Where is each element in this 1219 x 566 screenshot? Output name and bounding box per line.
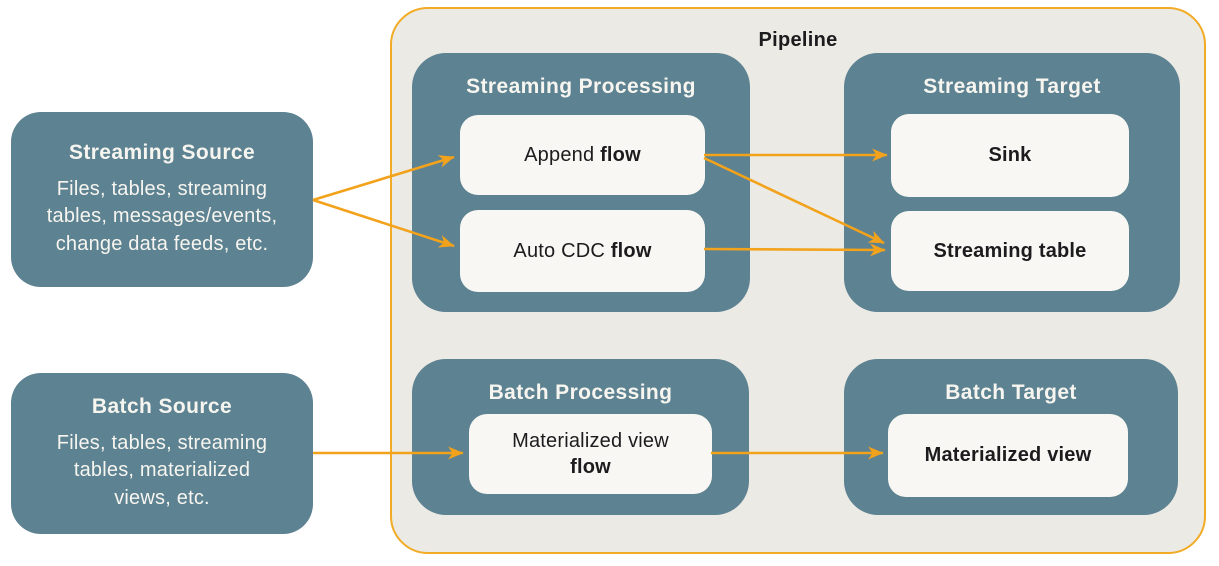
materialized-view-flow-label: Materialized view <box>512 430 669 452</box>
batch-processing-title: Batch Processing <box>488 381 673 404</box>
batch-target-section: Batch Target Materialized view <box>844 359 1178 515</box>
streaming-source-box: Streaming Source Files, tables, streamin… <box>11 112 313 287</box>
pipeline-container: Pipeline Streaming Processing Append flo… <box>390 7 1206 554</box>
materialized-view-flow-node: Materialized view flow <box>469 414 712 494</box>
streaming-table-node: Streaming table <box>891 211 1129 291</box>
append-flow-label: Append <box>524 143 601 166</box>
sink-node: Sink <box>891 114 1129 197</box>
streaming-table-label: Streaming table <box>933 239 1087 262</box>
streaming-target-title: Streaming Target <box>923 75 1101 98</box>
append-flow-label-bold: flow <box>600 143 641 166</box>
batch-source-description: Files, tables, streaming tables, materia… <box>56 431 268 509</box>
streaming-source-description: Files, tables, streaming tables, message… <box>46 177 278 255</box>
batch-processing-section: Batch Processing Materialized view flow <box>412 359 749 515</box>
materialized-view-flow-label-bold: flow <box>570 456 611 478</box>
streaming-processing-title: Streaming Processing <box>466 75 696 98</box>
streaming-target-section: Streaming Target Sink Streaming table <box>844 53 1180 312</box>
batch-source-title: Batch Source <box>91 394 233 418</box>
pipeline-title: Pipeline <box>758 29 838 51</box>
materialized-view-node: Materialized view <box>888 414 1128 497</box>
auto-cdc-flow-label: Auto CDC <box>513 239 611 262</box>
auto-cdc-flow-node: Auto CDC flow <box>460 210 705 292</box>
streaming-processing-section: Streaming Processing Append flow Auto CD… <box>412 53 750 312</box>
auto-cdc-flow-label-bold: flow <box>610 239 652 262</box>
batch-target-title: Batch Target <box>945 381 1077 404</box>
materialized-view-label: Materialized view <box>924 444 1092 466</box>
streaming-source-title: Streaming Source <box>68 140 256 164</box>
batch-source-box: Batch Source Files, tables, streaming ta… <box>11 373 313 534</box>
append-flow-node: Append flow <box>460 115 705 195</box>
sink-label: Sink <box>988 144 1032 166</box>
